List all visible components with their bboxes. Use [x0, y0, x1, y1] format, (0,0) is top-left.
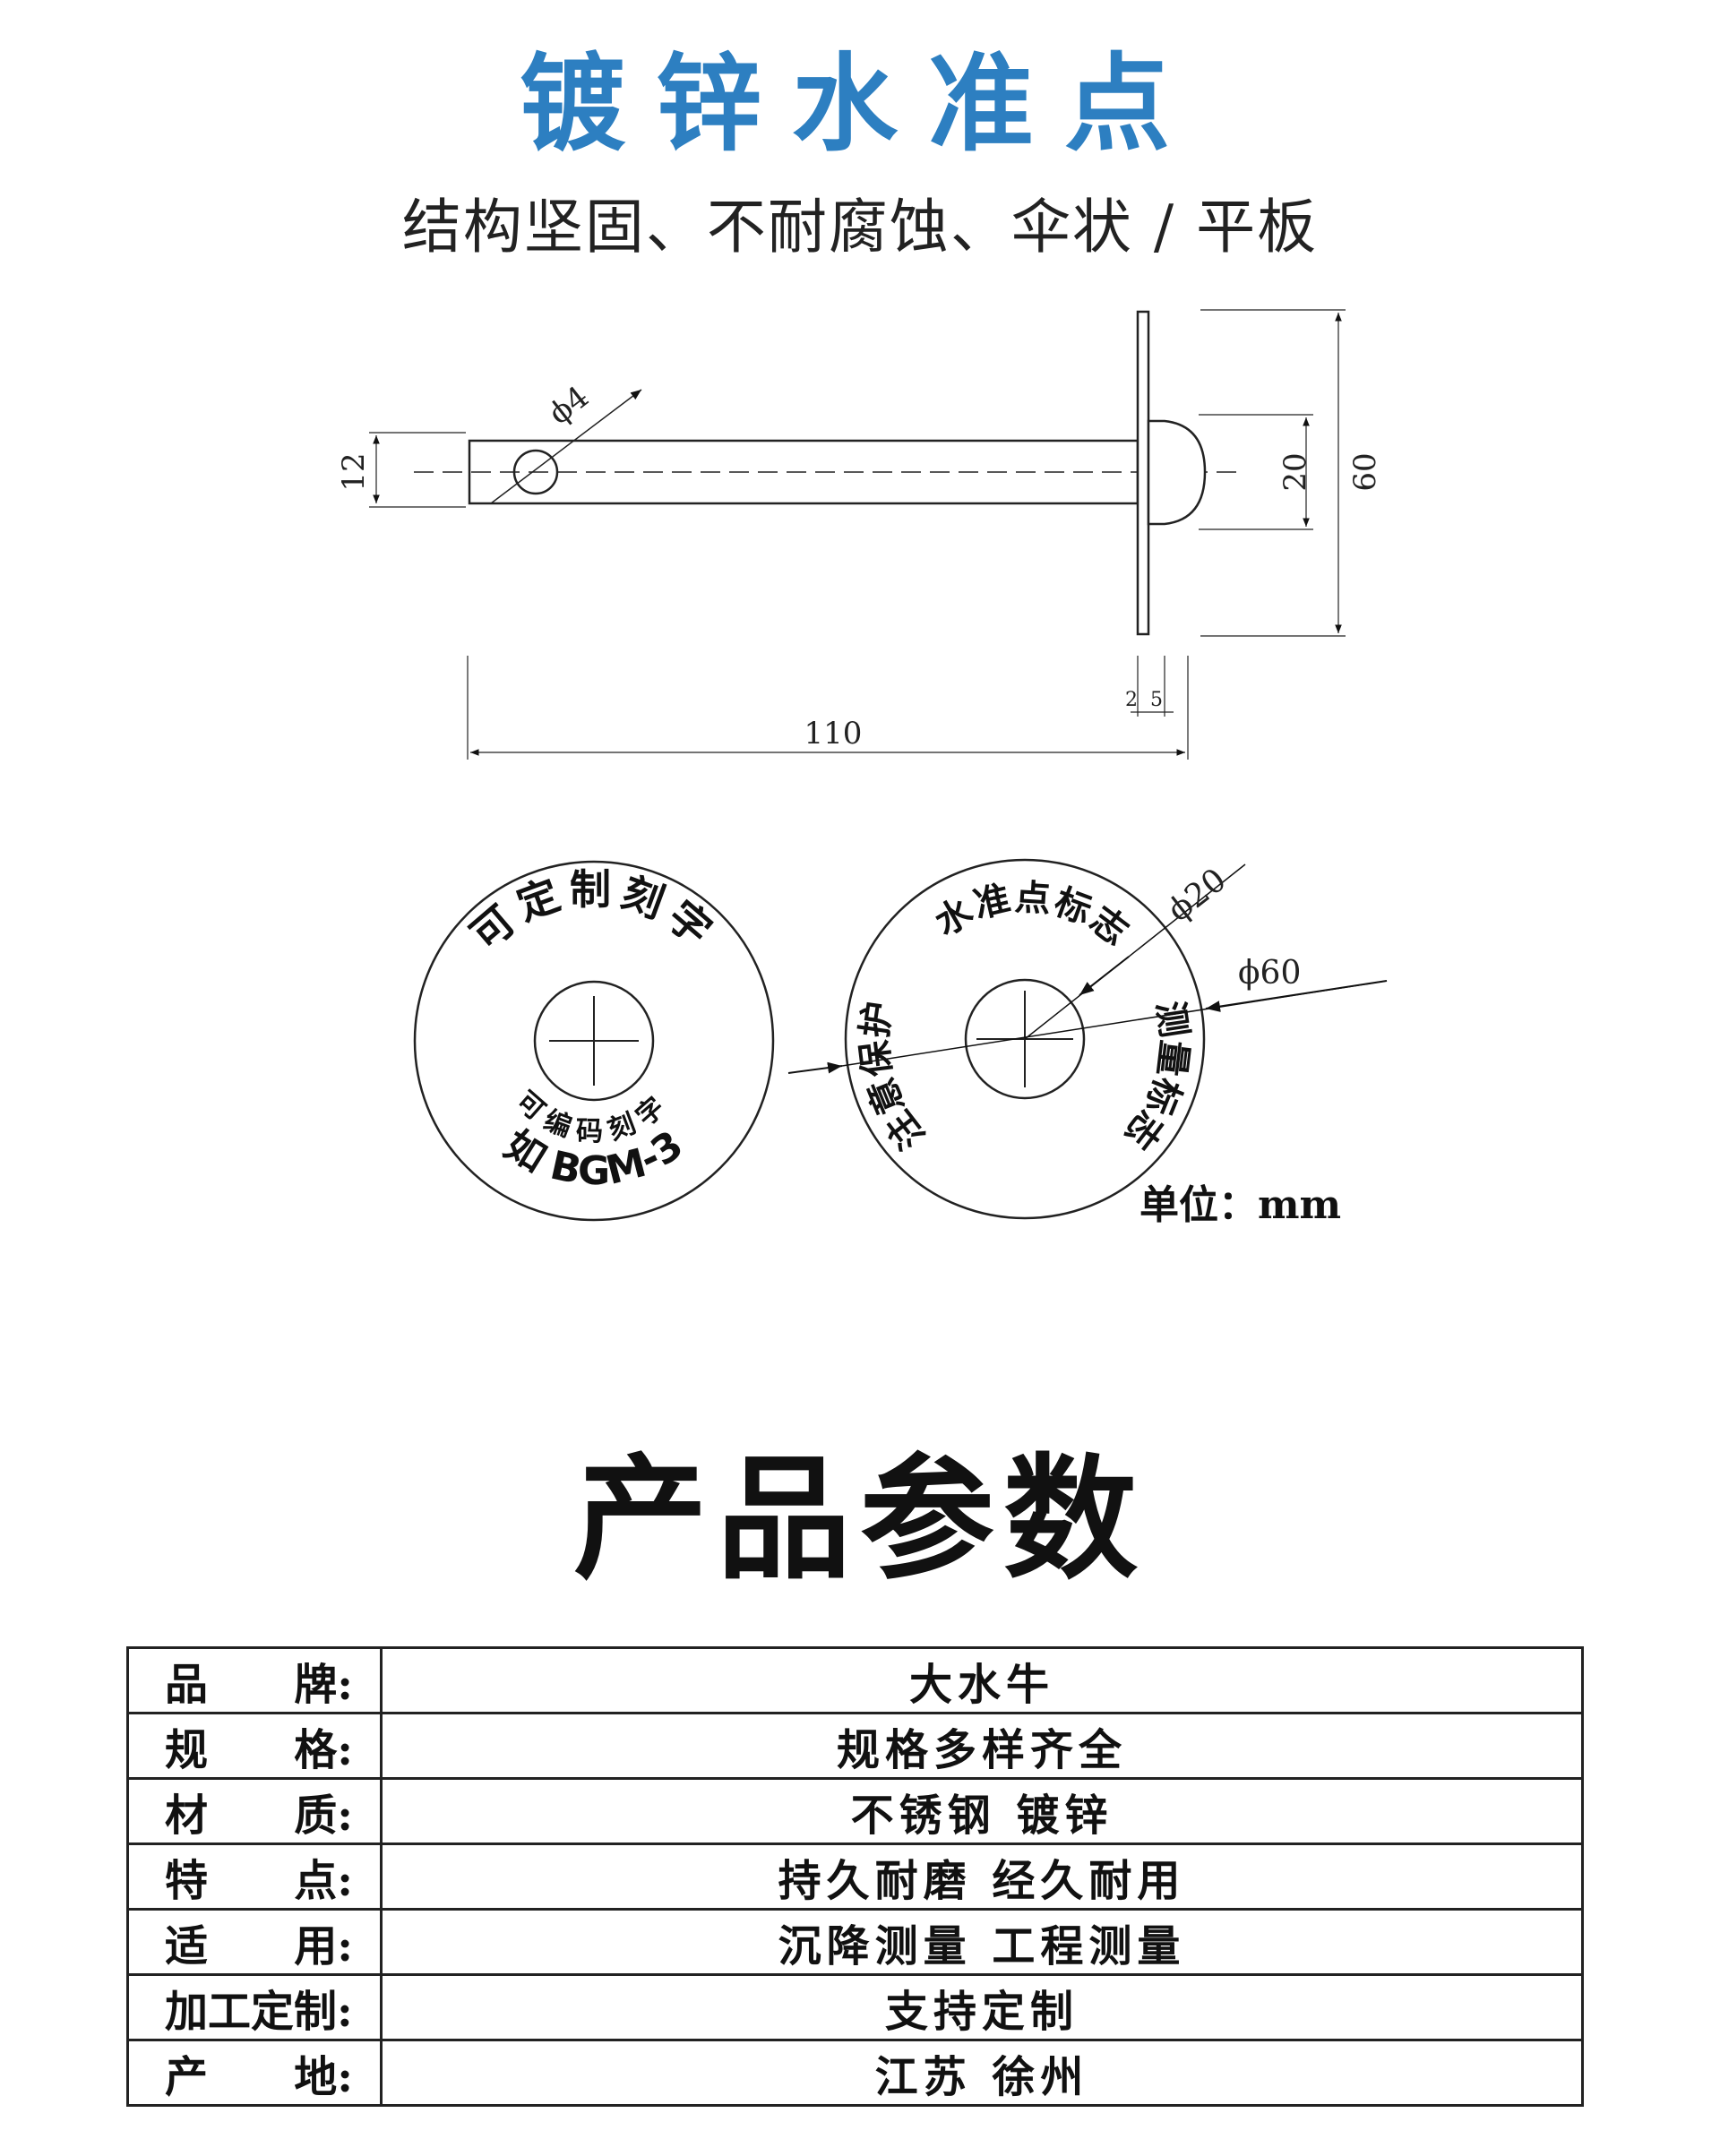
svg-text:测量标志: 测量标志	[1116, 999, 1195, 1156]
param-label: 特 点:	[126, 1842, 383, 1911]
param-label-a: 品	[165, 1660, 209, 1710]
side-view-labels: ϕ4 12 20 60 110 2 5	[336, 379, 1383, 752]
page-title: 镀锌水准点	[519, 42, 1200, 166]
plate	[1136, 310, 1150, 636]
dim-phi20-label: ϕ20	[1161, 862, 1234, 930]
dim-5-label: 5	[1150, 689, 1163, 711]
dim-110-label: 110	[804, 716, 863, 752]
param-label-b: 地:	[294, 2052, 353, 2102]
dim-20-label: 20	[1277, 452, 1313, 491]
param-label: 材 质:	[126, 1777, 383, 1845]
param-label: 加工定制:	[126, 1973, 383, 2041]
dim-2-label: 2	[1125, 689, 1138, 711]
param-value: 持久耐磨 经久耐用	[380, 1842, 1584, 1911]
param-label-a: 材	[165, 1791, 209, 1841]
dim-12-label: 12	[336, 452, 372, 491]
param-value: 不锈钢 镀锌	[380, 1777, 1584, 1845]
param-label-a: 产	[165, 2052, 209, 2102]
param-label-b: 牌:	[294, 1660, 353, 1710]
param-label: 适 用:	[126, 1908, 383, 1976]
dim-phi4-label: ϕ4	[542, 379, 596, 432]
table-row: 产 地: 江苏 徐州	[126, 2039, 1584, 2107]
param-value: 大水牛	[380, 1646, 1584, 1714]
disc-right-left-text: 注意保护	[854, 999, 933, 1156]
dome	[1147, 419, 1207, 526]
svg-text:可定制刻字: 可定制刻字	[461, 865, 726, 959]
params-table: 品 牌: 大水牛规 格: 规格多样齐全材 质: 不锈钢 镀锌特 点: 持久耐磨 经久耐用适 用: 沉…	[126, 1646, 1584, 2107]
param-label-a: 特	[165, 1856, 209, 1906]
side-view	[369, 309, 1346, 760]
disc-right-top-text: 水准点标志	[928, 877, 1135, 955]
param-value: 沉降测量 工程测量	[380, 1908, 1584, 1976]
table-row: 特 点: 持久耐磨 经久耐用	[126, 1842, 1584, 1911]
disc-right: 水准点标志 注意保护 测量标志	[787, 858, 1388, 1220]
param-label-b: 格:	[294, 1725, 353, 1775]
disc-left-top-text: 可定制刻字	[461, 865, 718, 959]
unit-label: 单位：mm	[1140, 1182, 1341, 1228]
svg-text:水准点标志: 水准点标志	[928, 877, 1137, 955]
table-row: 适 用: 沉降测量 工程测量	[126, 1908, 1584, 1976]
disc-right-right-text: 测量标志	[1116, 999, 1195, 1156]
svg-text:注意保护: 注意保护	[854, 999, 933, 1156]
table-row: 规 格: 规格多样齐全	[126, 1712, 1584, 1780]
table-row: 材 质: 不锈钢 镀锌	[126, 1777, 1584, 1845]
param-label-a: 规	[165, 1725, 209, 1775]
param-label-a: 适	[165, 1921, 209, 1971]
dim-phi60-label: ϕ60	[1238, 955, 1301, 992]
page-subtitle: 结构坚固、不耐腐蚀、伞状 / 平板	[401, 193, 1319, 262]
param-label-b: 质:	[294, 1791, 353, 1841]
dim-60-label: 60	[1347, 452, 1383, 491]
technical-drawing: ϕ4 12 20 60 110 2 5 可定制刻字 可编码刻字 如 BGM-3	[336, 309, 1388, 1228]
hole-circle	[512, 449, 559, 495]
param-label-a: 加工定制:	[165, 1987, 353, 2037]
disc-left: 可定制刻字 可编码刻字 如 BGM-3	[413, 860, 775, 1222]
param-value: 江苏 徐州	[380, 2039, 1584, 2107]
param-value: 支持定制	[380, 1973, 1584, 2041]
param-label: 规 格:	[126, 1712, 383, 1780]
param-label-b: 用:	[294, 1921, 353, 1971]
param-label: 品 牌:	[126, 1646, 383, 1714]
table-row: 加工定制: 支持定制	[126, 1973, 1584, 2041]
table-row: 品 牌: 大水牛	[126, 1646, 1584, 1714]
param-label-b: 点:	[294, 1856, 353, 1906]
param-value: 规格多样齐全	[380, 1712, 1584, 1780]
params-title: 产品参数	[572, 1440, 1147, 1598]
param-label: 产 地:	[126, 2039, 383, 2107]
